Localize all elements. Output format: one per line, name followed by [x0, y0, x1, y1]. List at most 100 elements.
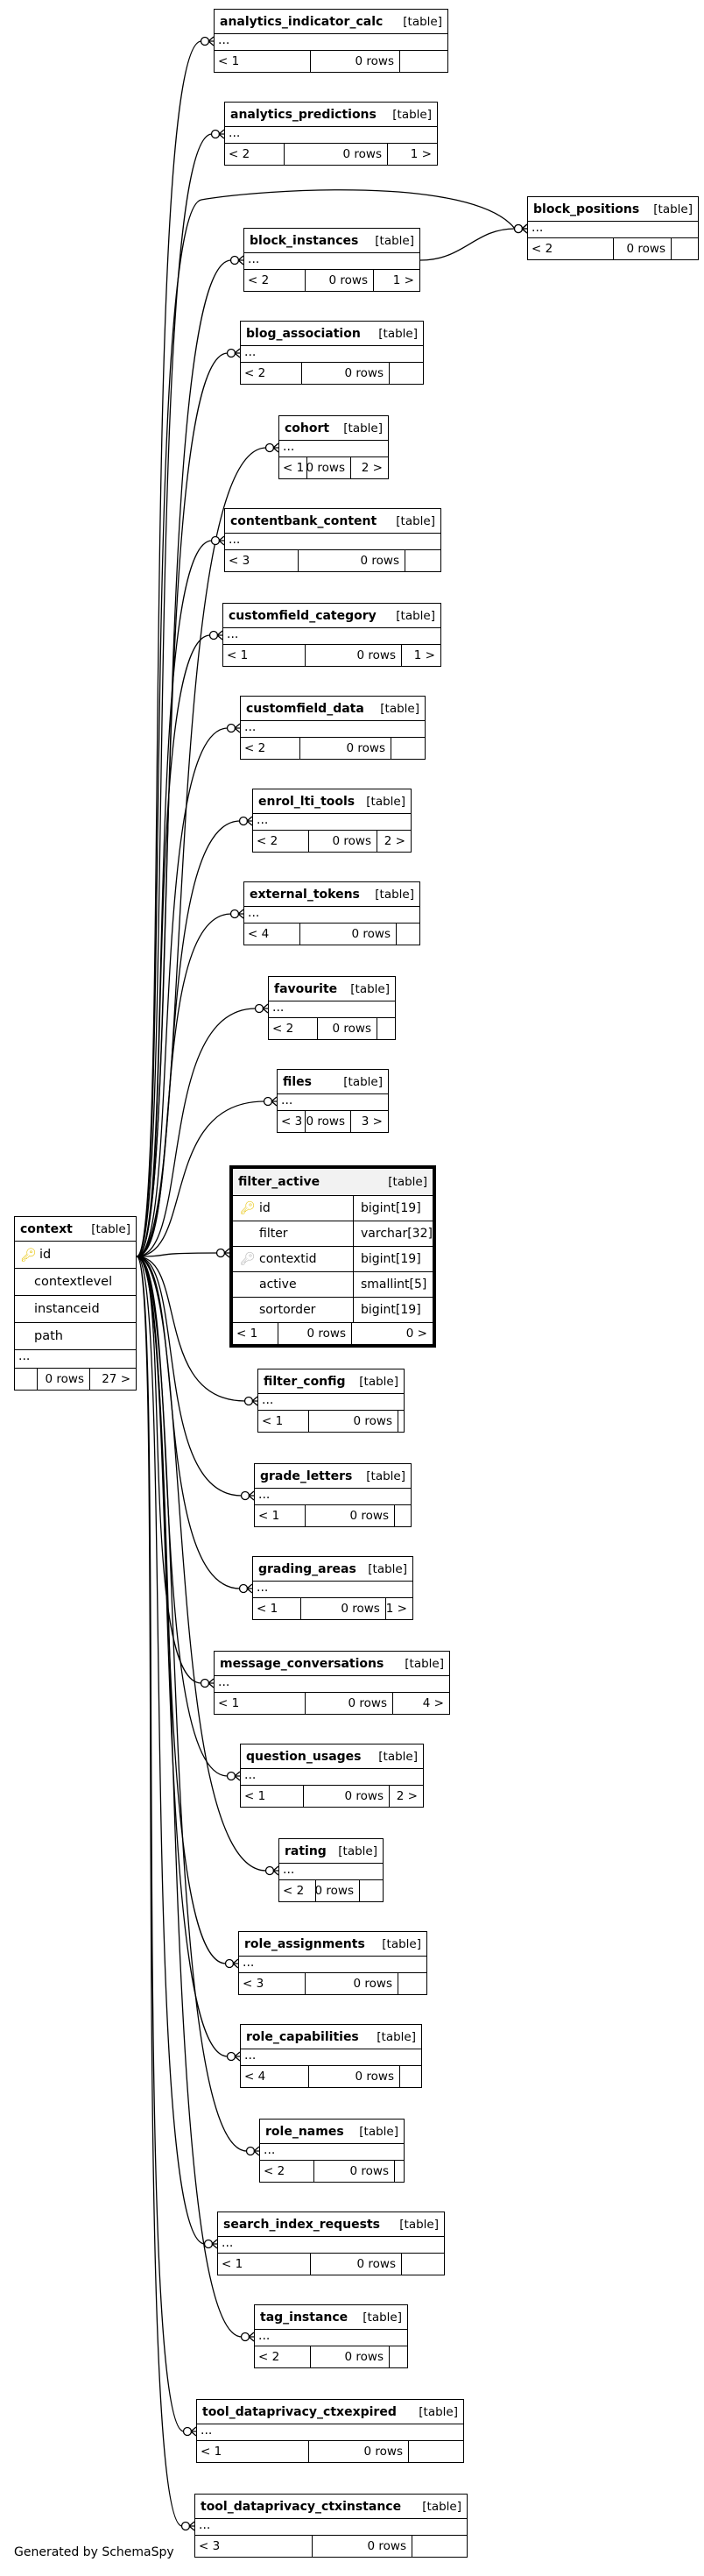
children-count[interactable] [402, 2254, 444, 2275]
children-count[interactable] [412, 2536, 467, 2557]
parents-count[interactable]: < 4 [244, 924, 300, 945]
parents-count[interactable]: < 3 [278, 1111, 306, 1132]
parents-count[interactable]: < 2 [253, 831, 309, 852]
parents-count[interactable]: < 2 [244, 270, 306, 291]
table-name: external_tokens [250, 887, 360, 902]
row-count: 0 rows [614, 238, 672, 259]
parents-count[interactable]: < 2 [241, 738, 300, 759]
table-kind-label: [table] [375, 233, 414, 248]
parents-count[interactable]: < 1 [215, 51, 311, 72]
row-count: 0 rows [285, 144, 388, 165]
parents-count[interactable]: < 3 [225, 550, 299, 571]
parents-count[interactable] [15, 1369, 38, 1390]
children-count[interactable]: 2 > [361, 461, 383, 475]
parents-count[interactable]: < 4 [241, 2066, 309, 2087]
children-count[interactable]: 2 > [396, 1789, 418, 1803]
table-context[interactable]: context [table] 🔑︎ id contextlevel insta… [14, 1216, 137, 1391]
parents-count[interactable]: < 1 [215, 1693, 306, 1714]
parents-count[interactable]: < 2 [260, 2161, 314, 2182]
parents-count[interactable]: < 1 [253, 1598, 302, 1619]
parents-count[interactable]: < 2 [269, 1018, 318, 1039]
parents-count[interactable]: < 2 [255, 2346, 311, 2367]
children-count[interactable]: 1 > [385, 1602, 407, 1616]
children-count[interactable] [405, 550, 440, 571]
children-count[interactable] [397, 924, 419, 945]
table-tool-dataprivacy-ctxexpired[interactable]: tool_dataprivacy_ctxexpired[table]...< 1… [196, 2399, 464, 2463]
table-name: message_conversations [220, 1656, 384, 1671]
children-count[interactable] [390, 2346, 407, 2367]
table-tool-dataprivacy-ctxinstance[interactable]: tool_dataprivacy_ctxinstance[table]...< … [194, 2494, 468, 2558]
children-count[interactable] [400, 51, 447, 72]
children-count[interactable]: 1 > [413, 648, 435, 662]
more-columns-ellipsis: ... [197, 2424, 463, 2441]
column-name-cell: active [233, 1272, 354, 1297]
children-count[interactable]: 1 > [392, 273, 414, 287]
children-count[interactable]: 1 > [410, 147, 432, 161]
link-context-grading-areas-end [238, 1583, 253, 1594]
children-count[interactable]: 3 > [361, 1115, 383, 1129]
children-count[interactable] [391, 738, 425, 759]
children-count[interactable] [672, 238, 698, 259]
parents-count[interactable]: < 1 [223, 645, 306, 666]
children-count[interactable] [395, 1505, 411, 1526]
parents-count[interactable]: < 1 [218, 2254, 311, 2275]
parents-count[interactable]: < 1 [255, 1505, 306, 1526]
parents-count[interactable]: < 1 [197, 2441, 309, 2462]
parents-count[interactable]: < 1 [241, 1786, 304, 1807]
parents-count[interactable]: < 2 [279, 1880, 316, 1901]
table-name: role_names [265, 2124, 344, 2139]
children-count[interactable] [377, 1018, 395, 1039]
children-count[interactable] [409, 2441, 463, 2462]
children-count[interactable]: 0 > [405, 1327, 427, 1341]
parents-count[interactable]: < 2 [241, 363, 302, 384]
parents-count[interactable]: < 1 [233, 1323, 278, 1344]
parents-count[interactable]: < 2 [225, 144, 285, 165]
link-context-filter-config [136, 1256, 246, 1402]
children-count[interactable] [398, 1411, 404, 1432]
link-context-search-index-requests-end [203, 2239, 218, 2249]
children-count[interactable] [398, 1973, 426, 1994]
parents-count[interactable]: < 3 [239, 1973, 306, 1994]
children-count[interactable] [400, 2066, 421, 2087]
children-count[interactable]: 2 > [384, 834, 405, 848]
parents-count[interactable]: < 2 [528, 238, 614, 259]
children-count[interactable] [360, 1880, 383, 1901]
parents-count[interactable]: < 3 [195, 2536, 313, 2557]
row-count: 0 rows [306, 1505, 395, 1526]
children-count[interactable]: 27 > [102, 1372, 130, 1386]
children-count[interactable]: 4 > [422, 1696, 444, 1710]
parents-count[interactable]: < 1 [258, 1411, 309, 1432]
parents-count[interactable]: < 1 [279, 457, 307, 478]
children-count[interactable] [390, 363, 423, 384]
children-count[interactable] [395, 2161, 404, 2182]
